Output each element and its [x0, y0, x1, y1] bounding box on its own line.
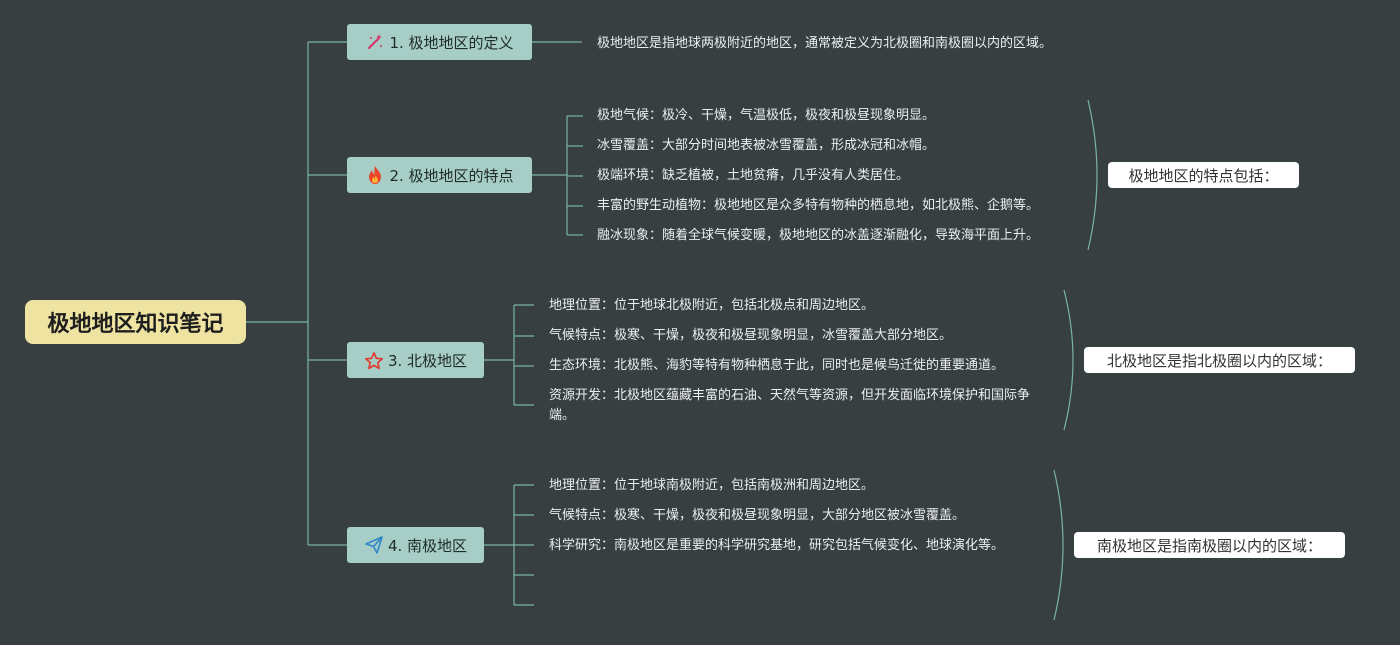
branch-label: 4. 南极地区: [387, 536, 468, 555]
fire-icon: [365, 165, 385, 185]
leaf-arctic: 资源开发：北极地区蕴藏丰富的石油、天然气等资源，但开发面临环境保护和国际争端。: [549, 388, 1031, 423]
leaf-arctic: 生态环境：北极熊、海豹等特有物种栖息于此，同时也是候鸟迁徙的重要通道。: [549, 358, 1005, 373]
root-topic[interactable]: 极地地区知识笔记: [25, 300, 246, 344]
branch-antarctic[interactable]: 4. 南极地区: [347, 527, 484, 563]
summary-label: 北极地区是指北极圈以内的区域：: [1106, 351, 1332, 370]
leaf-feature: 丰富的野生动植物：极地地区是众多特有物种的栖息地，如北极熊、企鹅等。: [597, 198, 1040, 213]
leaf-arctic: 地理位置：位于地球北极附近，包括北极点和周边地区。: [549, 298, 875, 313]
leaf-feature: 极地气候：极冷、干燥，气温极低，极夜和极昼现象明显。: [597, 108, 936, 123]
branch-features[interactable]: 2. 极地地区的特点: [347, 157, 532, 193]
root-title: 极地地区知识笔记: [47, 312, 224, 337]
branch-definition[interactable]: 1. 极地地区的定义: [347, 24, 532, 60]
leaf-antarctic: 科学研究：南极地区是重要的科学研究基地，研究包括气候变化、地球演化等。: [549, 538, 1005, 553]
leaf-feature: 冰雪覆盖：大部分时间地表被冰雪覆盖，形成冰冠和冰帽。: [597, 138, 936, 153]
paper-plane-icon: [364, 535, 384, 555]
summary-antarctic[interactable]: 南极地区是指南极圈以内的区域：: [1074, 532, 1345, 558]
leaf-antarctic: 气候特点：极寒、干燥，极夜和极昼现象明显，大部分地区被冰雪覆盖。: [549, 508, 966, 523]
branch-label: 3. 北极地区: [387, 351, 468, 370]
leaf-feature: 融冰现象：随着全球气候变暖，极地地区的冰盖逐渐融化，导致海平面上升。: [597, 228, 1040, 243]
branch-arctic[interactable]: 3. 北极地区: [347, 342, 484, 378]
summary-label: 南极地区是指南极圈以内的区域：: [1096, 536, 1322, 555]
star-icon: [364, 350, 384, 370]
leaf-antarctic: 地理位置：位于地球南极附近，包括南极洲和周边地区。: [549, 478, 875, 493]
summary-label: 极地地区的特点包括：: [1128, 166, 1279, 185]
branch-label: 2. 极地地区的特点: [389, 166, 514, 185]
summary-arctic[interactable]: 北极地区是指北极圈以内的区域：: [1084, 347, 1355, 373]
leaf-definition: 极地地区是指地球两极附近的地区，通常被定义为北极圈和南极圈以内的区域。: [597, 36, 1053, 51]
summary-features[interactable]: 极地地区的特点包括：: [1108, 162, 1299, 188]
leaf-arctic: 气候特点：极寒、干燥，极夜和极昼现象明显，冰雪覆盖大部分地区。: [549, 328, 953, 343]
branch-label: 1. 极地地区的定义: [389, 33, 514, 52]
magic-wand-icon: [365, 32, 385, 52]
leaf-feature: 极端环境：缺乏植被，土地贫瘠，几乎没有人类居住。: [597, 168, 910, 183]
